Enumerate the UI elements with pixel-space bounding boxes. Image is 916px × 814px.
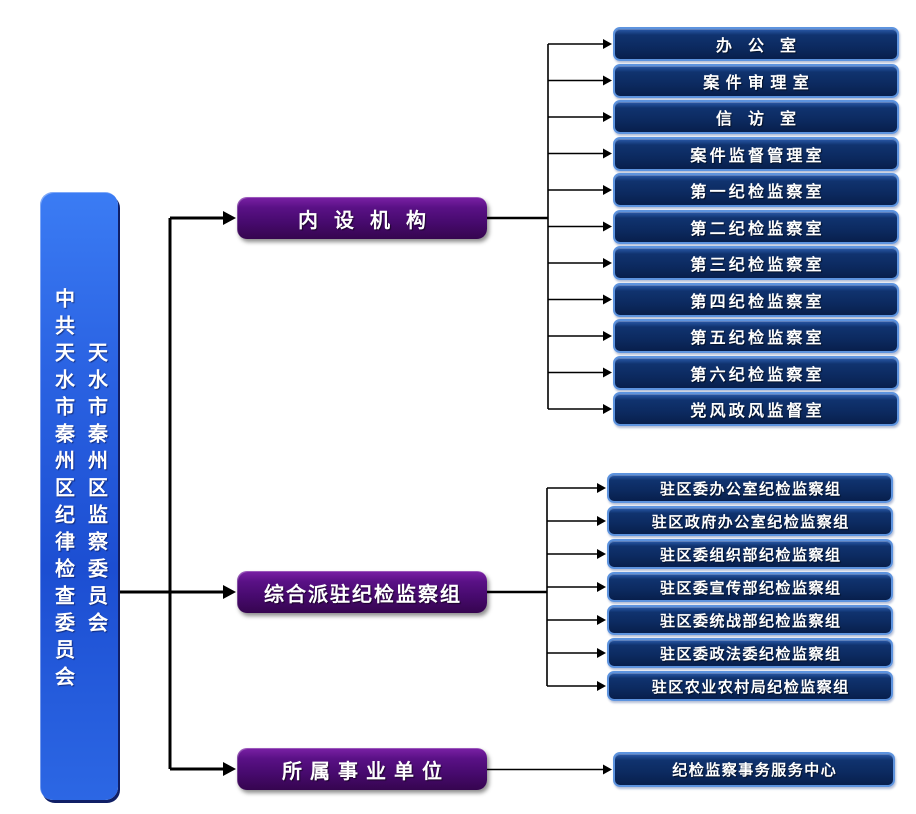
unit-label: 纪检监察事务服务中心 (672, 762, 838, 779)
unit-box: 第一纪检监察室 (613, 173, 899, 207)
arrowhead-icon (223, 762, 236, 776)
unit-box: 驻区委宣传部纪检监察组 (607, 572, 893, 602)
unit-label: 第三纪检监察室 (690, 257, 825, 274)
unit-box: 案件监督管理室 (613, 136, 899, 171)
unit-label: 驻区委统战部纪检监察组 (659, 612, 842, 630)
unit-box: 驻区委统战部纪检监察组 (607, 605, 893, 635)
unit-box: 党风政风监督室 (613, 392, 899, 426)
unit-box: 信访室 (613, 100, 899, 134)
unit-box: 驻区委组织部纪检监察组 (607, 539, 893, 569)
unit-label: 党风政风监督室 (690, 403, 825, 420)
unit-box: 第三纪检监察室 (613, 246, 899, 280)
unit-box: 驻区政府办公室纪检监察组 (607, 506, 893, 536)
root-title-column-2: 天水市秦州区监察委员会 (84, 342, 107, 639)
root-box: 中共天水市秦州区纪律检查委员会 天水市秦州区监察委员会 (40, 192, 118, 800)
unit-label: 驻区委宣传部纪检监察组 (659, 579, 842, 597)
arrowhead-icon (603, 75, 612, 86)
unit-label: 驻区委办公室纪检监察组 (659, 480, 842, 498)
unit-box: 第四纪检监察室 (613, 282, 899, 317)
unit-label: 案件审理室 (703, 74, 816, 92)
branch-box: 内设机构 (237, 197, 487, 239)
arrowhead-icon (597, 648, 606, 658)
arrowhead-icon (603, 367, 612, 378)
unit-box: 办公室 (613, 27, 899, 61)
unit-label: 第六纪检监察室 (690, 366, 825, 384)
unit-label: 驻区委政法委纪检监察组 (659, 645, 842, 663)
unit-box: 案件审理室 (613, 63, 899, 98)
arrowhead-icon (223, 211, 236, 225)
arrowhead-icon (603, 148, 612, 159)
arrowhead-icon (597, 582, 606, 592)
arrowhead-icon (223, 585, 236, 599)
arrowhead-icon (597, 516, 606, 526)
branch-label: 所属事业单位 (282, 760, 450, 783)
unit-box: 驻区委办公室纪检监察组 (607, 473, 893, 503)
root-title-column-1: 中共天水市秦州区纪律检查委员会 (51, 288, 74, 693)
arrowhead-icon (597, 483, 606, 493)
unit-label: 案件监督管理室 (690, 147, 825, 165)
unit-box: 驻区农业农村局纪检监察组 (607, 671, 893, 701)
arrowhead-icon (603, 221, 612, 232)
unit-box: 纪检监察事务服务中心 (613, 752, 895, 787)
arrowhead-icon (603, 185, 612, 195)
arrowhead-icon (597, 615, 606, 625)
unit-box: 第六纪检监察室 (613, 355, 899, 390)
unit-box: 驻区委政法委纪检监察组 (607, 638, 893, 668)
arrowhead-icon (603, 258, 612, 268)
unit-label: 第四纪检监察室 (690, 293, 825, 311)
unit-box: 第五纪检监察室 (613, 319, 899, 353)
arrowhead-icon (603, 404, 612, 414)
unit-label: 第一纪检监察室 (690, 184, 825, 201)
unit-box: 第二纪检监察室 (613, 209, 899, 244)
unit-label: 办公室 (715, 38, 812, 55)
arrowhead-icon (603, 331, 612, 341)
unit-label: 驻区委组织部纪检监察组 (659, 546, 842, 564)
branch-box: 所属事业单位 (237, 748, 487, 790)
branch-box: 综合派驻纪检监察组 (237, 571, 487, 613)
arrowhead-icon (597, 681, 606, 691)
arrowhead-icon (603, 294, 612, 305)
unit-label: 信访室 (715, 111, 812, 128)
arrowhead-icon (603, 112, 612, 122)
branch-label: 综合派驻纪检监察组 (264, 583, 462, 606)
unit-label: 第五纪检监察室 (690, 330, 825, 347)
unit-label: 驻区政府办公室纪检监察组 (651, 513, 850, 531)
arrowhead-icon (603, 39, 612, 49)
branch-label: 内设机构 (298, 209, 442, 232)
arrowhead-icon (597, 549, 606, 559)
unit-label: 驻区农业农村局纪检监察组 (651, 678, 850, 696)
arrowhead-icon (603, 764, 612, 775)
unit-label: 第二纪检监察室 (690, 220, 825, 238)
